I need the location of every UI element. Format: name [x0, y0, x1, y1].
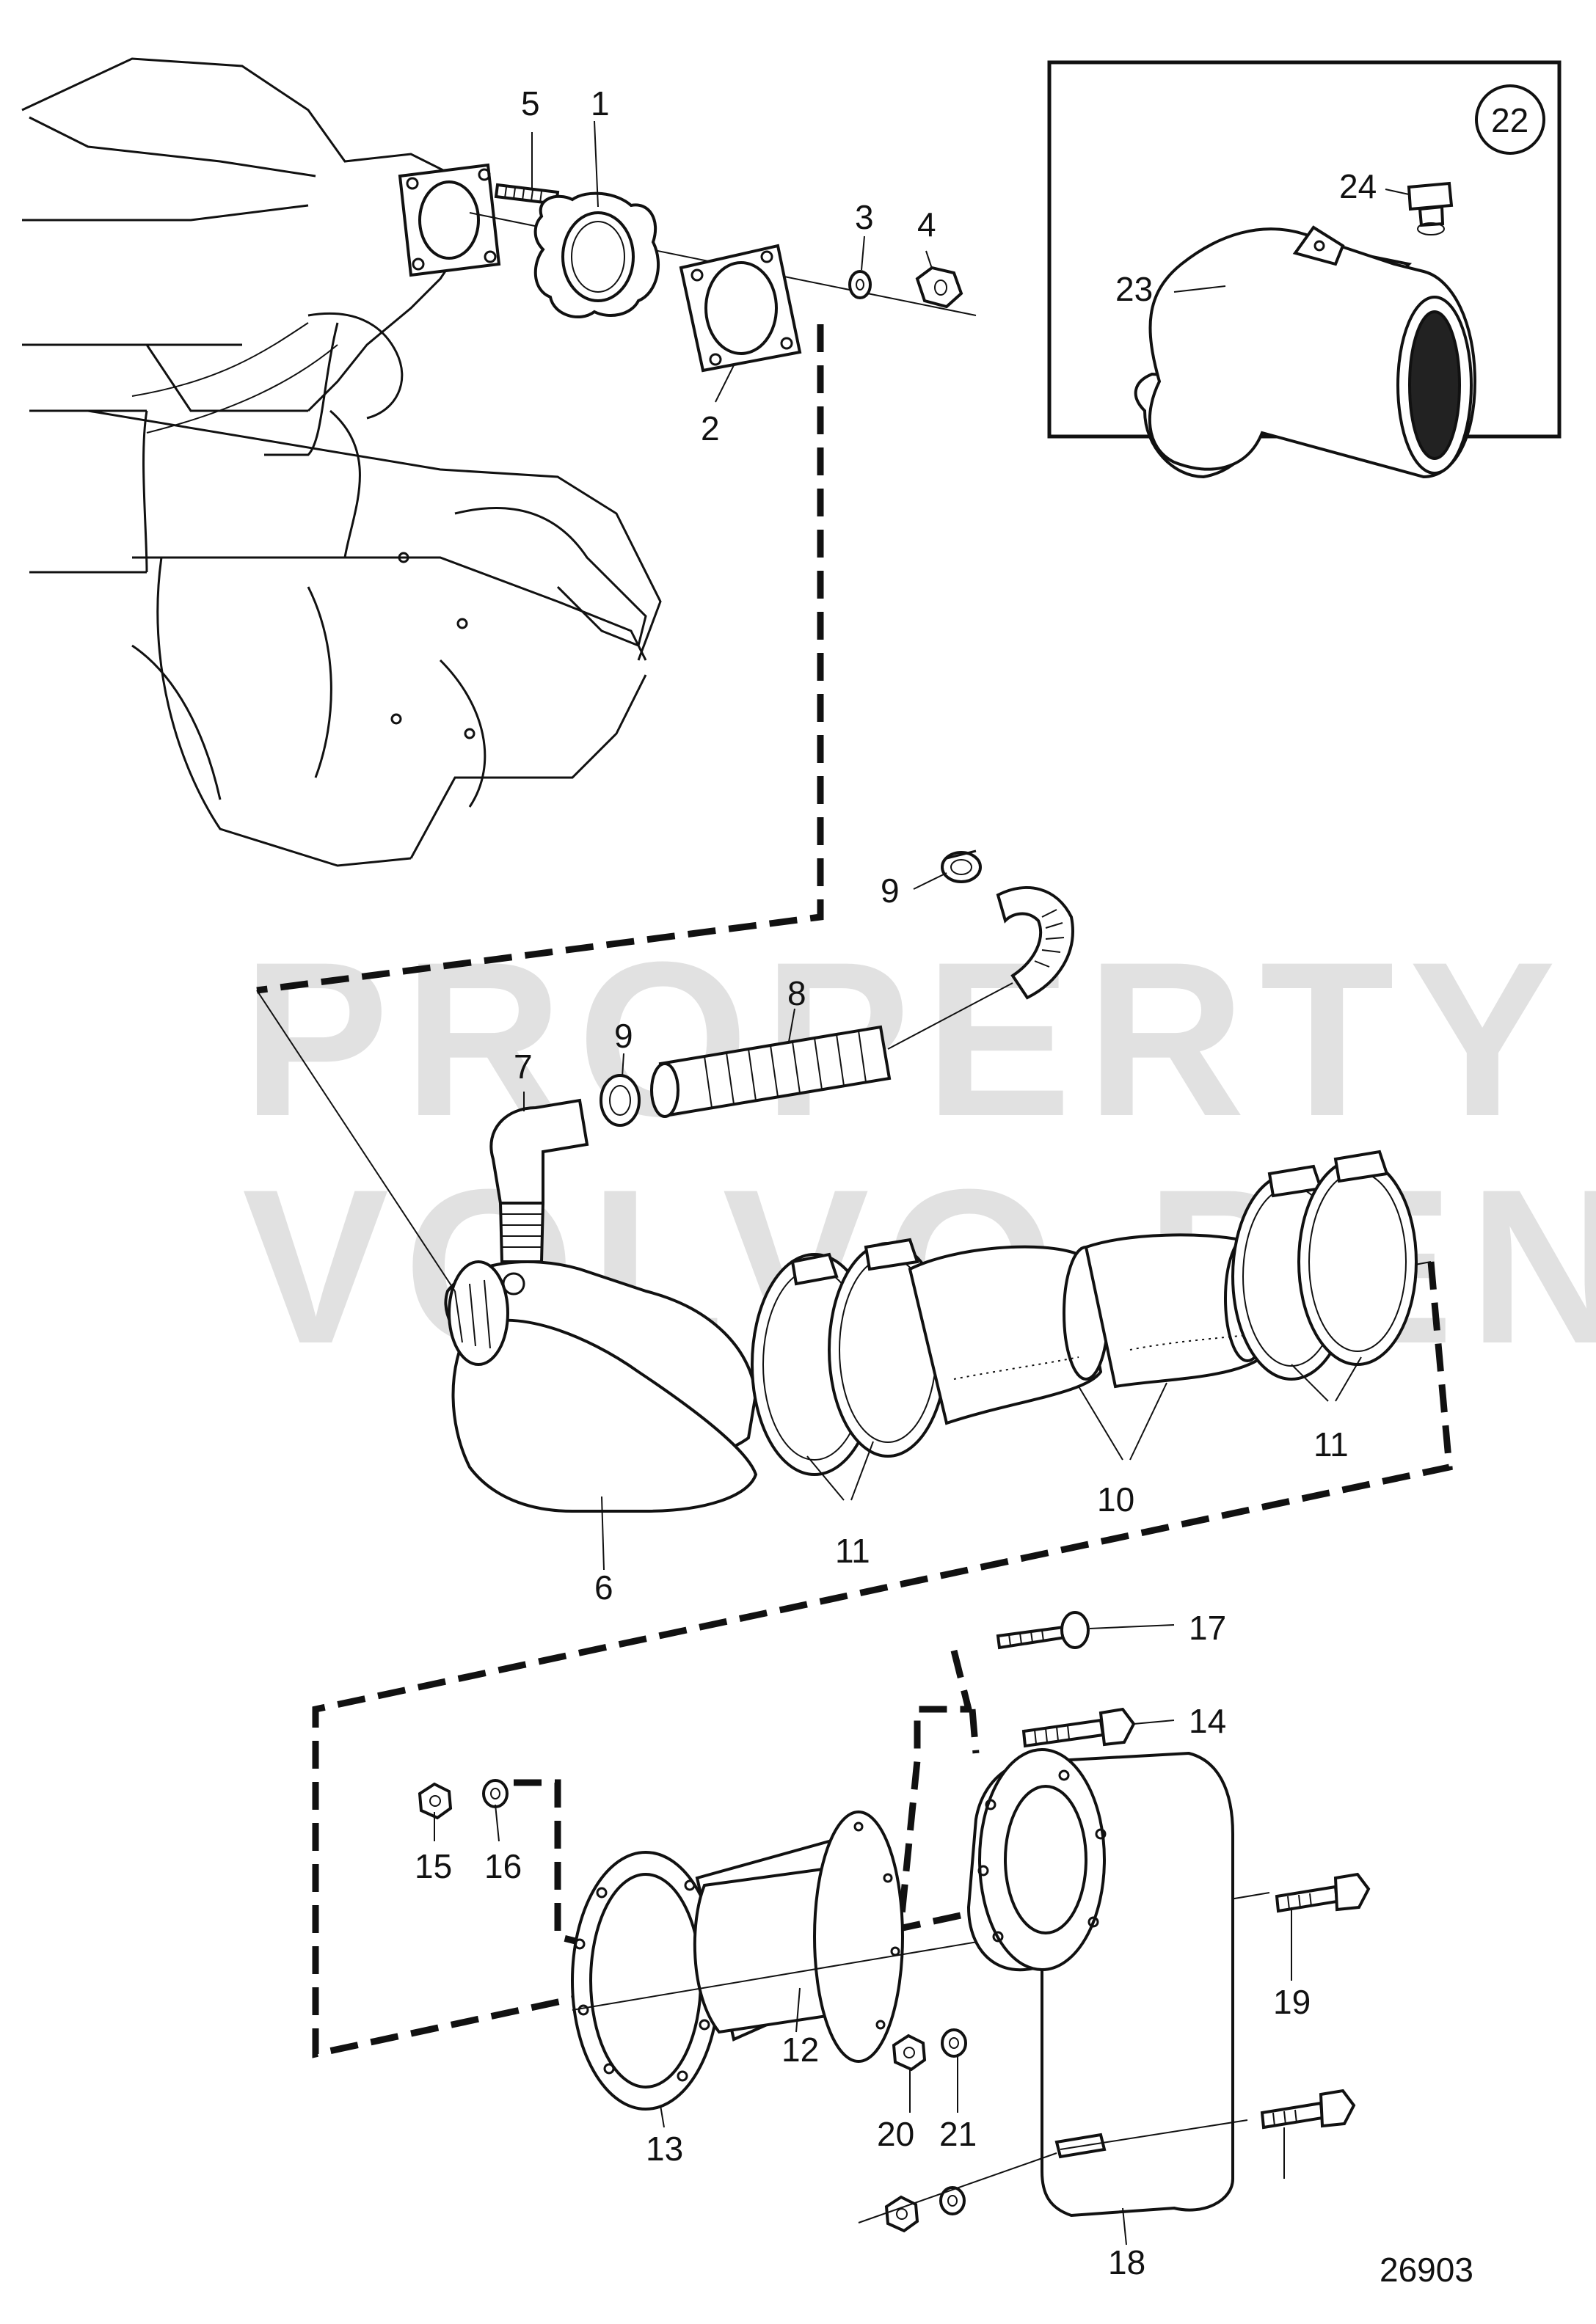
bolt-19-lower: [1260, 2089, 1356, 2130]
connector-dashed-bolts-b: [969, 1709, 980, 1754]
engine-block: [21, 57, 662, 867]
connector-dashed-nuts: [514, 1779, 589, 1948]
callout-11-right: 11: [1313, 1425, 1349, 1464]
axis-lower-bracket: [858, 2152, 1057, 2223]
figure-number: 26903: [1380, 2251, 1473, 2289]
callout-4: 4: [917, 205, 936, 244]
nut-15: [418, 1782, 453, 1820]
callout-8: 8: [787, 974, 806, 1012]
connector-dashed-upper: [256, 324, 824, 994]
washer-21-lower: [939, 2186, 966, 2215]
callout-13: 13: [646, 2130, 683, 2168]
callout-12: 12: [781, 2031, 819, 2069]
callout-17: 17: [1189, 1609, 1226, 1647]
callout-labels: 1 2 3 4 5 6 7 8 9 9 10 11 11 12 13 14 15…: [415, 84, 1528, 2289]
washer-16: [482, 1779, 509, 1808]
watermark-line-1: PROPERTY OF: [242, 916, 1596, 1162]
callout-9-middle: 9: [614, 1017, 633, 1055]
sleeve-10-left: [908, 1245, 1109, 1425]
inset-box-22: [1047, 60, 1562, 479]
callout-16: 16: [484, 1847, 522, 1885]
hose-8: [650, 982, 1013, 1118]
callout-15: 15: [415, 1847, 452, 1885]
nut-20-upper: [892, 2034, 927, 2072]
callout-19: 19: [1273, 1983, 1311, 2021]
hose-clip-9-middle: [600, 1074, 641, 1127]
callout-14: 14: [1189, 1702, 1226, 1740]
callout-21: 21: [939, 2115, 977, 2153]
callout-7: 7: [514, 1048, 533, 1086]
screw-17: [996, 1611, 1090, 1650]
callout-18: 18: [1108, 2243, 1145, 2281]
leader-to-elbow: [256, 990, 456, 1292]
flange-2: [679, 244, 802, 373]
nut-20-lower: [884, 2195, 919, 2233]
callout-2: 2: [701, 409, 720, 447]
callout-5: 5: [521, 84, 540, 123]
callout-9-upper: 9: [881, 872, 900, 910]
callout-20: 20: [877, 2115, 914, 2153]
washer-3: [848, 270, 872, 299]
callout-23: 23: [1115, 270, 1153, 308]
gasket-1: [533, 191, 660, 319]
leader-lines: [434, 120, 1410, 2246]
callout-22: 22: [1491, 101, 1528, 139]
housing-18: [966, 1748, 1248, 2218]
callout-10: 10: [1097, 1480, 1134, 1519]
pipe-12: [693, 1810, 904, 2063]
hose-clip-9-upper: [941, 849, 982, 883]
callout-1: 1: [591, 84, 610, 123]
callout-11-left: 11: [835, 1532, 870, 1570]
exhaust-elbow-6: [444, 1260, 758, 1513]
callout-3: 3: [855, 198, 874, 236]
nut-4: [915, 266, 963, 309]
bolt-19-upper: [1275, 1872, 1371, 1913]
washer-21-upper: [941, 2028, 967, 2058]
small-hose-bend: [996, 886, 1074, 1000]
callout-6: 6: [594, 1568, 613, 1607]
callout-24: 24: [1339, 167, 1377, 205]
bolt-14: [1021, 1707, 1136, 1748]
